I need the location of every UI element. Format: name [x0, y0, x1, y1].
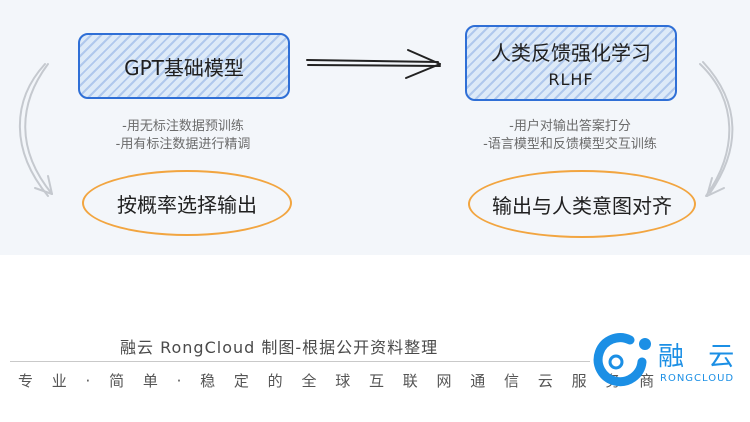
diagram-arrows — [19, 49, 734, 197]
logo-name-cn: 融 云 — [658, 342, 743, 372]
rongcloud-logo-icon — [593, 333, 651, 387]
rlhf-box: 人类反馈强化学习 RLHF — [465, 25, 677, 101]
rlhf-title: 人类反馈强化学习 — [491, 41, 651, 65]
tagline-text: 专 业 · 简 单 · 稳 定 的 全 球 互 联 网 通 信 云 服 务 商 — [18, 372, 662, 390]
logo-name-en: RONGCLOUD — [660, 373, 735, 384]
credit-text: 融云 RongCloud 制图-根据公开资料整理 — [120, 338, 439, 357]
probability-output-oval: 按概率选择输出 — [82, 170, 292, 236]
right-curved-arrow — [699, 61, 734, 197]
middle-arrow — [306, 49, 441, 79]
rlhf-subtitle: RLHF — [548, 70, 594, 89]
gpt-base-model-label: GPT基础模型 — [124, 55, 244, 80]
alignment-output-label: 输出与人类意图对齐 — [492, 193, 672, 218]
left-note-2: -用有标注数据进行精调 — [115, 137, 251, 152]
left-curved-arrow — [19, 63, 53, 197]
gpt-base-model-box: GPT基础模型 — [78, 33, 290, 99]
alignment-output-oval: 输出与人类意图对齐 — [468, 170, 696, 238]
right-note-2: -语言模型和反馈模型交互训练 — [483, 137, 657, 152]
probability-output-label: 按概率选择输出 — [117, 192, 257, 217]
right-notes: -用户对输出答案打分 -语言模型和反馈模型交互训练 — [460, 118, 680, 154]
left-note-1: -用无标注数据预训练 — [122, 119, 244, 134]
footer-divider — [10, 361, 590, 362]
left-notes: -用无标注数据预训练 -用有标注数据进行精调 — [78, 118, 288, 154]
right-note-1: -用户对输出答案打分 — [509, 119, 631, 134]
